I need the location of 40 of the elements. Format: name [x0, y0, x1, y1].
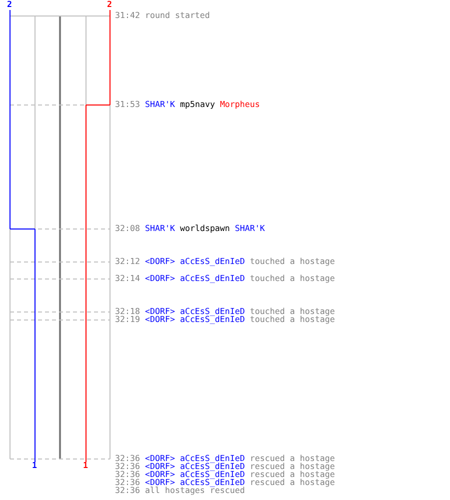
- timestamp: 32:08: [115, 223, 140, 233]
- event-text: rescued a hostage: [250, 477, 335, 487]
- timestamp: 31:53: [115, 99, 140, 109]
- event-text: touched a hostage: [250, 256, 335, 266]
- timestamp: 32:36: [115, 453, 140, 463]
- timestamp: 32:14: [115, 273, 140, 283]
- weapon-name: worldspawn: [180, 223, 230, 233]
- timestamp: 32:36: [115, 469, 140, 479]
- timestamp: 32:36: [115, 461, 140, 471]
- player-count: 2: [7, 0, 12, 9]
- event-text: all hostages rescued: [144, 485, 245, 495]
- player-count: 1: [83, 461, 88, 470]
- event-text: rescued a hostage: [250, 461, 335, 471]
- event-text: rescued a hostage: [250, 469, 335, 479]
- player-name: SHAR'K: [144, 99, 175, 109]
- event-text: touched a hostage: [250, 314, 335, 324]
- event-text: touched a hostage: [250, 306, 335, 316]
- player-name: <DORF> aCcEsS_dEnIeD: [144, 273, 245, 283]
- player-name: <DORF> aCcEsS_dEnIeD: [144, 306, 245, 316]
- timestamp: 32:12: [115, 256, 140, 266]
- player-name: Morpheus: [220, 99, 260, 109]
- player-name: <DORF> aCcEsS_dEnIeD: [144, 469, 245, 479]
- player-name: <DORF> aCcEsS_dEnIeD: [144, 461, 245, 471]
- timestamp: 32:18: [115, 306, 140, 316]
- player-name: <DORF> aCcEsS_dEnIeD: [144, 256, 245, 266]
- timestamp: 31:42: [115, 10, 140, 20]
- weapon-name: mp5navy: [180, 99, 215, 109]
- player-count: 2: [107, 0, 112, 9]
- player-name: <DORF> aCcEsS_dEnIeD: [144, 477, 245, 487]
- player-name: <DORF> aCcEsS_dEnIeD: [144, 453, 245, 463]
- player-name: SHAR'K: [144, 223, 175, 233]
- event-text: round started: [144, 10, 210, 20]
- event-text: touched a hostage: [250, 273, 335, 283]
- player-name: <DORF> aCcEsS_dEnIeD: [144, 314, 245, 324]
- player-count: 1: [32, 461, 37, 470]
- player-name: SHAR'K: [234, 223, 265, 233]
- timestamp: 32:36: [115, 485, 140, 495]
- timestamp: 32:19: [115, 314, 140, 324]
- timestamp: 32:36: [115, 477, 140, 487]
- event-text: rescued a hostage: [250, 453, 335, 463]
